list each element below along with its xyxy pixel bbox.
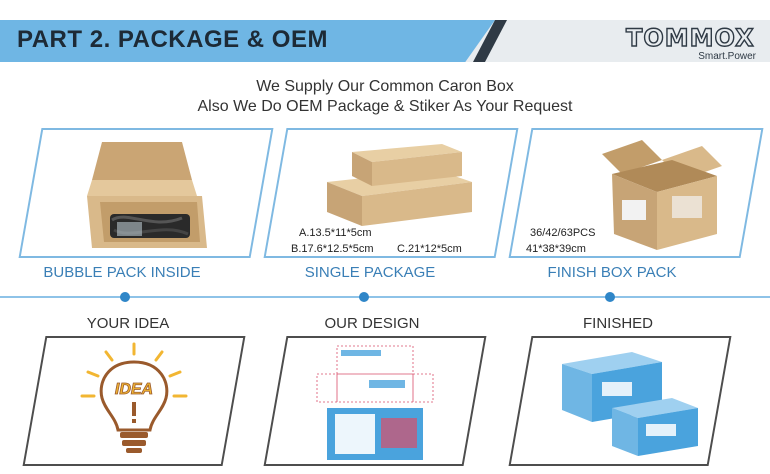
brand-logo: TOMMOX Smart.Power (625, 23, 756, 62)
single-package-frame: A.13.5*11*5cm B.17.6*12.5*5cm C.21*12*5c… (263, 128, 519, 258)
intro-line-2: Also We Do OEM Package & Stiker As Your … (197, 98, 573, 115)
bulb-idea-text: IDEA (115, 381, 153, 398)
open-shipping-carton-image (602, 140, 722, 250)
open-carton-with-adapter-image (87, 142, 207, 248)
caption-finish-box: FINISH BOX PACK (547, 264, 677, 281)
timeline-dot (120, 292, 130, 302)
your-idea-frame: IDEA (22, 336, 246, 466)
spec-carton-size: 41*38*39cm (526, 243, 586, 255)
timeline-divider (0, 296, 770, 298)
timeline-dot (359, 292, 369, 302)
our-design-frame (263, 336, 487, 466)
brand-tagline: Smart.Power (698, 51, 756, 62)
bubble-pack-frame (18, 128, 274, 258)
brand-name: TOMMOX (625, 23, 755, 52)
caption-single-package: SINGLE PACKAGE (304, 264, 436, 281)
finished-retail-boxes-image (562, 352, 698, 456)
caption-our-design: OUR DESIGN (324, 315, 420, 332)
stacked-boxes-image (327, 144, 472, 226)
caption-your-idea: YOUR IDEA (86, 315, 170, 332)
finish-box-frame: 36/42/63PCS 41*38*39cm (508, 128, 764, 258)
caption-bubble-pack: BUBBLE PACK INSIDE (43, 264, 201, 281)
spec-quantity: 36/42/63PCS (530, 227, 596, 239)
timeline-dot (605, 292, 615, 302)
intro-line-1: We Supply Our Common Caron Box (256, 78, 514, 95)
lightbulb-icon: IDEA (80, 342, 188, 453)
spec-size-a: A.13.5*11*5cm (299, 227, 372, 239)
caption-finished: FINISHED (582, 315, 653, 332)
page-header: PART 2. PACKAGE & OEM TOMMOX Smart.Power (0, 0, 770, 63)
spec-size-c: C.21*12*5cm (397, 243, 462, 255)
spec-size-b: B.17.6*12.5*5cm (291, 243, 374, 255)
finished-frame (508, 336, 732, 466)
page-title: PART 2. PACKAGE & OEM (17, 26, 328, 53)
header-title-banner (0, 20, 495, 62)
box-dieline-design-image (316, 345, 434, 460)
